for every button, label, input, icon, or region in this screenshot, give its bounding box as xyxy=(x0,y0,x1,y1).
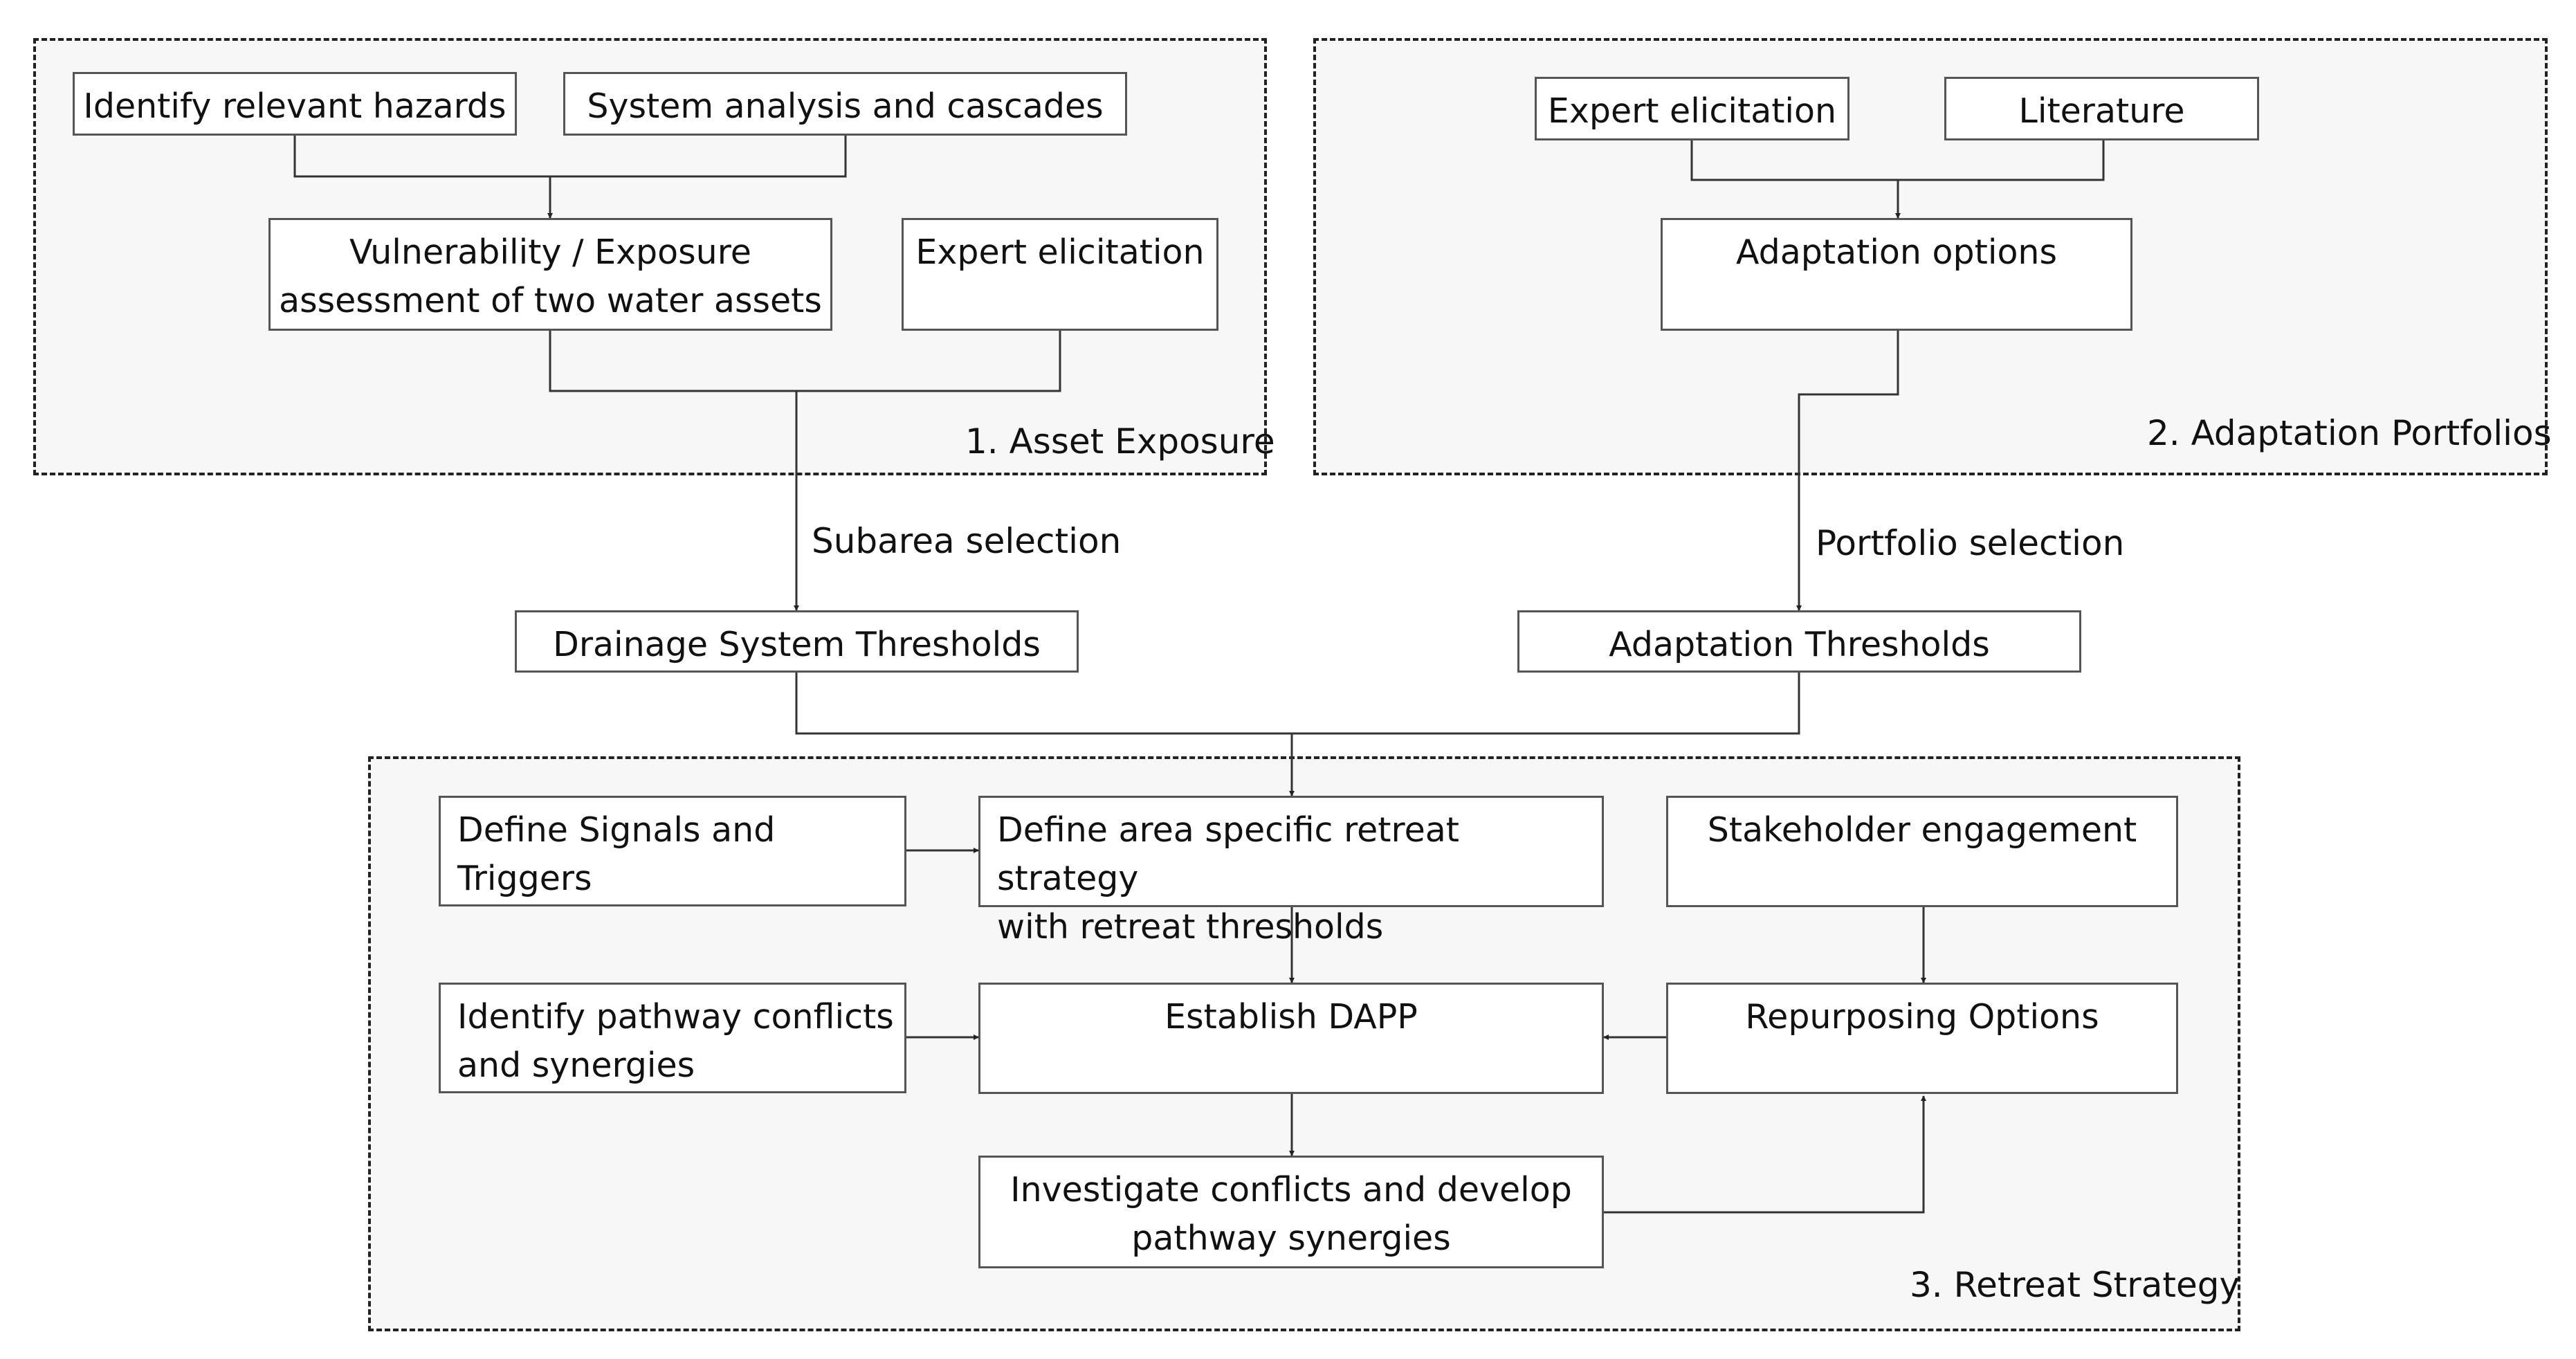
node-label: Literature xyxy=(2018,91,2185,131)
node-label-line2: with retreat thresholds xyxy=(997,907,1384,947)
node-adaptation-thresholds: Adaptation Thresholds xyxy=(1517,610,2081,673)
node-identify-conflicts: Identify pathway conflicts and synergies xyxy=(439,983,906,1093)
node-define-retreat-strategy: Define area specific retreat strategy wi… xyxy=(978,796,1604,947)
edge-investigate-to-repurposing xyxy=(1604,1095,1926,1214)
panel-label-retreat-strategy: 3. Retreat Strategy xyxy=(1910,1265,2240,1305)
node-label: Stakeholder engagement xyxy=(1707,810,2137,850)
node-identify-hazards: Identify relevant hazards xyxy=(73,72,517,136)
node-label-line1: Identify pathway conflicts xyxy=(457,997,894,1037)
node-define-signals: Define Signals and Triggers xyxy=(439,796,906,906)
node-label: Identify relevant hazards xyxy=(83,86,506,126)
node-label-line1: Vulnerability / Exposure xyxy=(349,232,751,272)
node-expert-elicitation-2: Expert elicitation xyxy=(1535,77,1849,140)
edge-system-analysis-merge xyxy=(550,136,847,178)
edge-vulnerability-merge xyxy=(549,331,1061,392)
node-label: Repurposing Options xyxy=(1745,997,2099,1037)
node-investigate-conflicts: Investigate conflicts and develop pathwa… xyxy=(978,1156,1604,1268)
node-label: Expert elicitation xyxy=(915,232,1205,272)
edge-adaptation-to-thresholds xyxy=(1796,331,1899,611)
node-label: Expert elicitation xyxy=(1547,91,1837,131)
node-repurposing-options: Repurposing Options xyxy=(1666,983,2178,1094)
node-system-analysis: System analysis and cascades xyxy=(563,72,1127,136)
node-label-line2: pathway synergies xyxy=(1131,1219,1451,1258)
edge-hazards-to-vulnerability xyxy=(293,136,553,219)
edge-literature-merge xyxy=(1898,140,2105,181)
edge-label-subarea-selection: Subarea selection xyxy=(812,521,1122,561)
node-label-line1: Define area specific retreat strategy xyxy=(997,810,1459,898)
node-label: Drainage System Thresholds xyxy=(553,625,1041,664)
node-vulnerability-assessment: Vulnerability / Exposure assessment of t… xyxy=(268,218,832,331)
node-stakeholder-engagement: Stakeholder engagement xyxy=(1666,796,2178,907)
node-label: Adaptation Thresholds xyxy=(1609,625,1990,664)
node-label-line2: assessment of two water assets xyxy=(279,281,822,320)
node-label: Establish DAPP xyxy=(1164,997,1418,1037)
node-expert-elicitation-1: Expert elicitation xyxy=(902,218,1218,331)
edge-label-portfolio-selection: Portfolio selection xyxy=(1816,523,2125,563)
node-label-line2: and synergies xyxy=(457,1046,695,1085)
node-drainage-thresholds: Drainage System Thresholds xyxy=(515,610,1079,673)
edge-drainage-merge xyxy=(795,673,1800,735)
node-adaptation-options: Adaptation options xyxy=(1661,218,2132,331)
node-literature: Literature xyxy=(1944,77,2259,140)
node-establish-dapp: Establish DAPP xyxy=(978,983,1604,1094)
panel-label-adaptation-portfolios: 2. Adaptation Portfolios xyxy=(2147,413,2552,453)
node-label-line1: Investigate conflicts and develop xyxy=(1010,1170,1572,1210)
node-label: Define Signals and Triggers xyxy=(457,810,776,898)
panel-label-asset-exposure: 1. Asset Exposure xyxy=(965,421,1275,462)
node-label: Adaptation options xyxy=(1735,232,2058,272)
node-label: System analysis and cascades xyxy=(587,86,1104,126)
edge-expert-to-adaptation xyxy=(1690,140,1901,219)
